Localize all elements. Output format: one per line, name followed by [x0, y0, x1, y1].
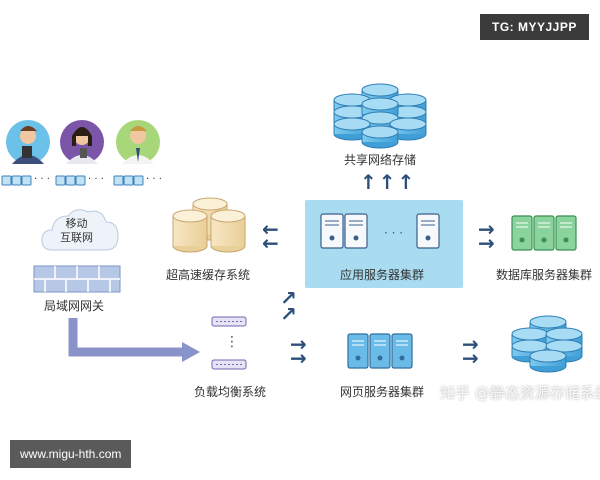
right-arrows-to-web: →→: [290, 332, 307, 370]
lan-gateway-label: 局域网网关: [44, 299, 105, 313]
load-balancer-icon: [211, 316, 247, 370]
load-balancer-label: 负载均衡系统: [194, 385, 267, 399]
cache-system-label: 超高速缓存系统: [166, 268, 251, 282]
device-row-1: [1, 175, 32, 186]
right-arrows-to-db: →→: [478, 217, 495, 255]
cloud-icon: [41, 209, 119, 251]
user-avatar-3: [116, 120, 160, 164]
device-dots-3: · · ·: [146, 174, 162, 185]
static-storage-icon: [511, 315, 583, 373]
diagonal-arrows-to-app: ↗↗: [280, 286, 297, 326]
device-dots-1: · · ·: [34, 174, 50, 185]
web-cluster-label: 网页服务器集群: [340, 385, 425, 399]
watermark-top-right: TG: MYYJJPP: [480, 14, 589, 40]
up-arrows-to-storage: ↑↑↑: [360, 170, 417, 194]
device-row-3: [113, 175, 144, 186]
left-arrows-to-cache: ←←: [262, 217, 279, 255]
db-servers-icon: [511, 215, 577, 251]
watermark-bottom-left: www.migu-hth.com: [10, 440, 132, 468]
app-server-dots: · · ·: [384, 226, 404, 240]
device-row-2: [55, 175, 86, 186]
shared-storage-icon: [333, 83, 427, 149]
device-dots-2: · · ·: [88, 174, 104, 185]
web-servers-icon: [347, 333, 413, 369]
gateway-to-loadbalancer-arrow: [68, 318, 200, 362]
user-avatar-1: [6, 120, 50, 164]
app-cluster-label: 应用服务器集群: [340, 268, 425, 282]
user-avatar-2: [60, 120, 104, 164]
shared-storage-label: 共享网络存储: [344, 153, 417, 167]
mobile-internet-label: 移动 互联网: [60, 217, 93, 244]
load-balancer-dots: ⋮: [225, 334, 239, 350]
gateway-firewall-icon: [33, 265, 121, 293]
right-arrows-to-static: →→: [462, 332, 479, 370]
zhihu-watermark: 知乎 @静态资源存储系统: [440, 384, 600, 402]
cache-cylinders-icon: [172, 197, 246, 253]
db-cluster-label: 数据库服务器集群: [496, 268, 593, 282]
